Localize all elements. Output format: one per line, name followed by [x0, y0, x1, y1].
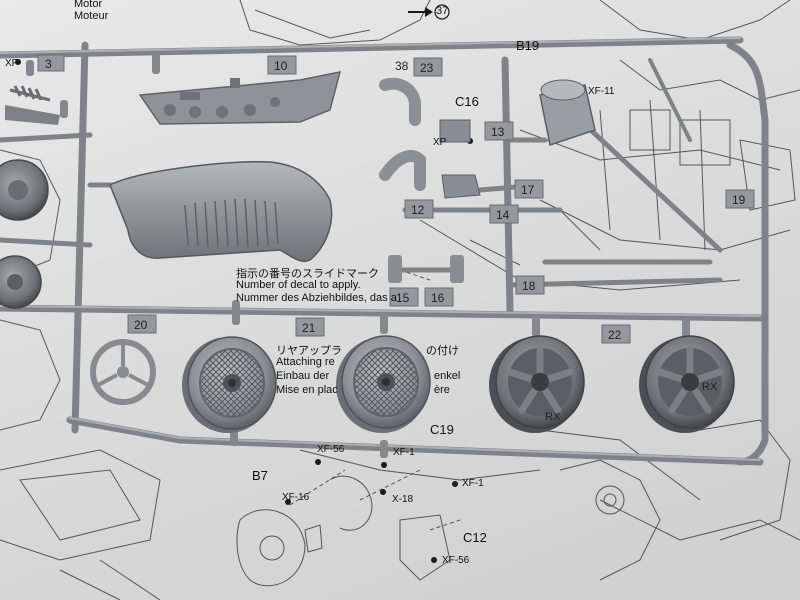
paint-code: XF-56 — [442, 555, 470, 566]
attach-note-fr: Mise en plac — [276, 384, 338, 396]
decal-note-en: Number of decal to apply. — [236, 279, 361, 291]
left-vertical-runner — [71, 41, 89, 434]
attach-note-jp: リヤアップラ — [276, 345, 342, 357]
sprue-number: 21 — [302, 321, 316, 335]
wheel-mesh-1 — [182, 336, 277, 433]
part-label-c12: C12 — [463, 530, 487, 545]
part-label-c19: C19 — [430, 422, 454, 437]
wheel-spoke-2 — [639, 335, 735, 433]
sprue-number: 12 — [411, 203, 425, 217]
decal-note-jp: 指示の番号のスライドマーク — [236, 268, 379, 280]
paint-code: XF-56 — [317, 444, 345, 455]
sprue-number: 3 — [45, 57, 52, 71]
sprue-number: 15 — [396, 291, 410, 305]
wheel-spoke-1 — [489, 335, 585, 433]
right-runner — [726, 41, 769, 466]
wheel-marking: RX — [702, 381, 718, 393]
bottom-runner — [66, 416, 764, 466]
sprue-number: 13 — [491, 125, 505, 139]
paint-code: XP — [433, 137, 447, 148]
sprue-number: 17 — [521, 183, 535, 197]
motor-label-de: Motor — [74, 0, 103, 10]
wheel-marking: RX — [545, 411, 561, 423]
sprue-number: 19 — [732, 193, 746, 207]
attach-note-de: Einbau der — [276, 370, 330, 382]
sprue-number: 22 — [608, 328, 622, 342]
paint-code: XF-1 — [462, 478, 484, 489]
attach-note-en: Attaching re — [276, 356, 335, 368]
top-runner — [0, 36, 744, 59]
sprue-number: 10 — [274, 59, 288, 73]
decal-note-de: Nummer des Abziehbildes, das a — [236, 292, 397, 304]
paint-code: XF- — [5, 58, 22, 69]
sprue-number: 23 — [420, 61, 434, 75]
motor-label-fr: Moteur — [74, 10, 109, 22]
paint-code: XF-16 — [282, 492, 310, 503]
center-vertical-runner — [501, 56, 514, 314]
part-label-b7: B7 — [252, 468, 268, 483]
part-label-b19: B19 — [516, 38, 540, 53]
step-reference: 37 — [436, 5, 449, 17]
sprue-number: 20 — [134, 318, 148, 332]
part-label-c16: C16 — [455, 94, 479, 109]
attach-suffix-de: enkel — [434, 370, 461, 382]
sprue-number: 38 — [395, 59, 409, 73]
paint-code: XF-1 — [393, 447, 415, 458]
paint-code: XF-11 — [588, 86, 615, 97]
middle-runner — [0, 304, 764, 322]
sprue-number: 14 — [496, 208, 510, 222]
paint-code: X-18 — [392, 494, 414, 505]
sprue-number: 18 — [522, 279, 536, 293]
attach-suffix-fr: ère — [434, 384, 450, 396]
attach-suffix-jp: の付け — [426, 345, 459, 357]
wheel-mesh-2 — [336, 335, 431, 433]
sprue-number: 16 — [431, 291, 445, 305]
